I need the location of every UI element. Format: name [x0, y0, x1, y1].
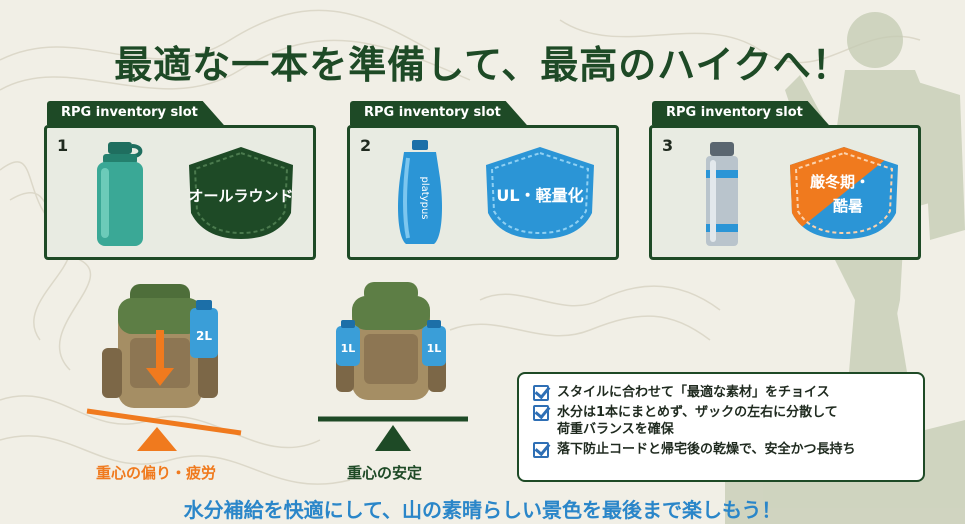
- checklist-item: 落下防止コードと帰宅後の乾燥で、安全かつ長持ち: [533, 441, 911, 458]
- checklist-item-text: 落下防止コードと帰宅後の乾燥で、安全かつ長持ち: [557, 442, 856, 457]
- checklist-item-line1: 水分は1本にまとめず、ザックの左右に分散して: [557, 405, 838, 420]
- checklist-item-line2: 荷重バランスを確保: [557, 422, 674, 437]
- thermos-icon: [706, 142, 738, 246]
- slot-2-tab-label: RPG inventory slot: [364, 105, 501, 120]
- checkbox-icon: [533, 385, 549, 401]
- checkbox-icon: [533, 405, 549, 421]
- checklist-item: スタイルに合わせて「最適な素材」をチョイス: [533, 384, 911, 401]
- checklist-item-text: スタイルに合わせて「最適な素材」をチョイス: [557, 385, 830, 400]
- tilted-balance-icon: [86, 408, 242, 451]
- unbalanced-caption: 重心の偏り・疲労: [96, 464, 217, 482]
- soft-flask-icon: platypus: [398, 140, 442, 244]
- slot-2-card[interactable]: 2 platypus UL・軽量化: [347, 125, 619, 260]
- winter-summer-badge: 厳冬期・ 酷暑: [790, 147, 898, 239]
- ul-badge-label: UL・軽量化: [496, 186, 583, 205]
- checklist-item-text: 水分は1本にまとめず、ザックの左右に分散して 荷重バランスを確保: [557, 404, 838, 438]
- page-title: 最適な一本を準備して、最高のハイクへ！: [114, 43, 851, 87]
- checklist-item: 水分は1本にまとめず、ザックの左右に分散して 荷重バランスを確保: [533, 404, 911, 438]
- allround-badge-label: オールラウンド: [188, 187, 293, 205]
- platypus-brand: platypus: [419, 177, 430, 220]
- winter-badge-line1: 厳冬期・: [810, 173, 870, 191]
- balanced-bottle-right-label: 1L: [427, 342, 442, 355]
- balanced-caption: 重心の安定: [347, 464, 423, 482]
- unbalanced-bottle-label: 2L: [196, 329, 212, 343]
- level-balance-icon: [318, 416, 468, 451]
- slot-1-tab: RPG inventory slot: [47, 101, 224, 125]
- slot-3-tab-label: RPG inventory slot: [666, 105, 803, 120]
- allround-badge: オールラウンド: [188, 147, 294, 239]
- footer-message: 水分補給を快適にして、山の素晴らしい景色を最後まで楽しもう！: [183, 498, 782, 522]
- slot-2-number: 2: [360, 136, 372, 155]
- tips-checklist: スタイルに合わせて「最適な素材」をチョイス 水分は1本にまとめず、ザックの左右に…: [517, 372, 925, 482]
- balanced-bottle-left-label: 1L: [341, 342, 356, 355]
- unbalanced-backpack: 2L: [102, 284, 218, 408]
- checkbox-icon: [533, 442, 549, 458]
- slot-1-card[interactable]: 1 オールラウンド: [44, 125, 316, 260]
- slot-3-number: 3: [662, 136, 674, 155]
- slot-1-tab-label: RPG inventory slot: [61, 105, 198, 120]
- slot-1-number: 1: [57, 136, 69, 155]
- slot-2-tab: RPG inventory slot: [350, 101, 527, 125]
- wide-mouth-bottle-icon: [97, 142, 143, 246]
- slot-3-tab: RPG inventory slot: [652, 101, 829, 125]
- ul-badge: UL・軽量化: [486, 147, 594, 239]
- slot-3-card[interactable]: 3 厳冬期・ 酷暑: [649, 125, 921, 260]
- winter-badge-line2: 酷暑: [833, 197, 863, 215]
- balanced-backpack: 1L 1L: [336, 282, 446, 400]
